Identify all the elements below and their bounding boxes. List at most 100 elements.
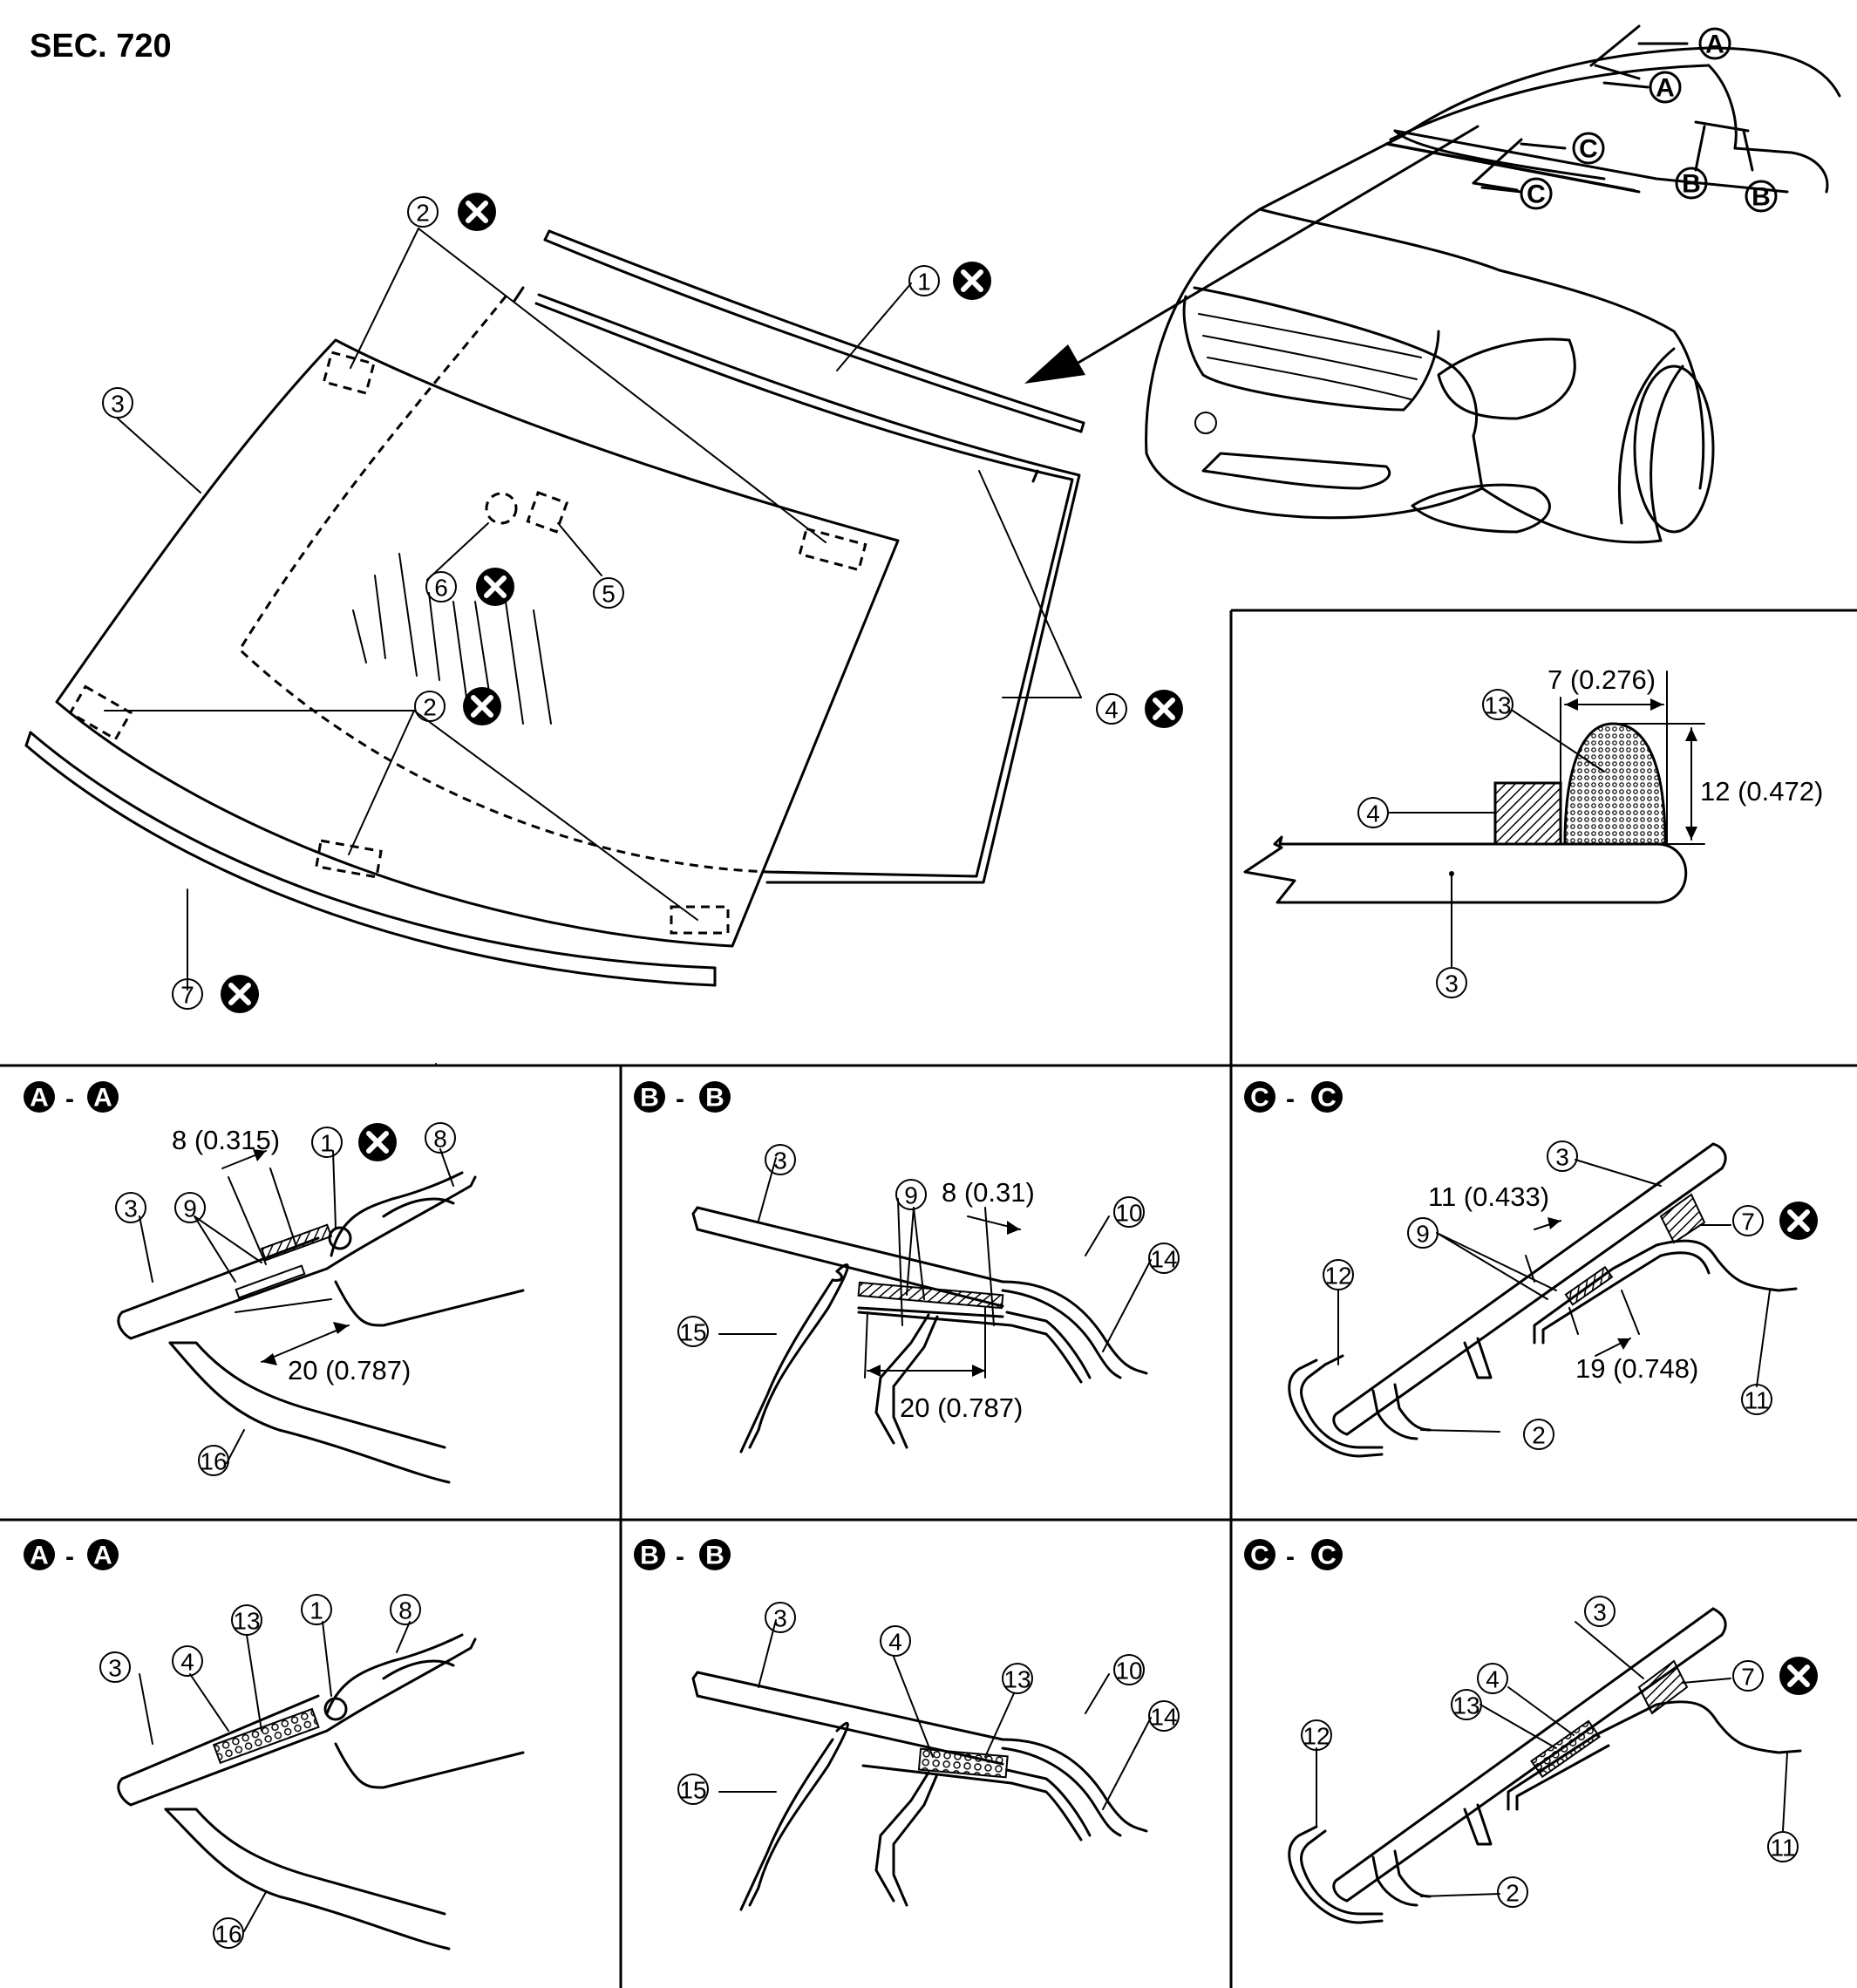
callout-label: 11 bbox=[1744, 1387, 1769, 1414]
callout-label: 3 bbox=[124, 1195, 138, 1222]
callout-label: 14 bbox=[1150, 1704, 1177, 1731]
car-mark-b-left: B bbox=[1675, 167, 1708, 200]
windshield-glass bbox=[55, 296, 900, 948]
callout-label: 9 bbox=[1416, 1221, 1430, 1248]
c2-callout-12: 12 bbox=[1301, 1719, 1332, 1751]
bead-callout-3: 3 bbox=[1436, 967, 1467, 998]
callout-label: 14 bbox=[1150, 1246, 1177, 1273]
dim-a-overlap: 20 (0.787) bbox=[288, 1355, 411, 1385]
callout-2-top: 2 bbox=[407, 193, 496, 231]
callout-label: 4 bbox=[180, 1649, 194, 1676]
callout-label: 16 bbox=[200, 1448, 227, 1475]
mark-label: A bbox=[93, 1084, 112, 1113]
callout-label: 1 bbox=[320, 1130, 334, 1157]
mark-dash: - bbox=[65, 1085, 74, 1113]
callout-label: 3 bbox=[108, 1655, 122, 1682]
callout-label: 8 bbox=[433, 1126, 447, 1153]
callout-label: 3 bbox=[773, 1147, 787, 1174]
car-illustration bbox=[1145, 46, 1841, 544]
c1-callout-2: 2 bbox=[1523, 1419, 1554, 1450]
callout-label: 2 bbox=[416, 200, 430, 227]
mark-label: A bbox=[30, 1542, 49, 1570]
b2-callout-10: 10 bbox=[1113, 1654, 1145, 1685]
mark-dash: - bbox=[1286, 1085, 1295, 1113]
dim-b-overlap: 20 (0.787) bbox=[900, 1392, 1023, 1423]
callout-label: 12 bbox=[1324, 1263, 1351, 1290]
callout-label: 7 bbox=[180, 982, 194, 1009]
dim-c-overlap: 19 (0.748) bbox=[1575, 1353, 1698, 1384]
mark-dash: - bbox=[1286, 1542, 1295, 1571]
mark-label: B bbox=[705, 1542, 724, 1570]
b1-callout-3: 3 bbox=[765, 1144, 796, 1175]
callout-label: 4 bbox=[1366, 800, 1380, 827]
c2-callout-13: 13 bbox=[1451, 1689, 1482, 1720]
a2-callout-4: 4 bbox=[172, 1645, 203, 1677]
mark-label: C bbox=[1579, 135, 1598, 164]
mark-label: C bbox=[1250, 1084, 1269, 1113]
a2-callout-3: 3 bbox=[99, 1651, 131, 1683]
callout-label: 15 bbox=[679, 1319, 706, 1346]
callout-label: 2 bbox=[1506, 1880, 1520, 1907]
callout-label: 13 bbox=[233, 1608, 260, 1635]
c1-callout-11: 11 bbox=[1741, 1384, 1772, 1415]
mark-dash: - bbox=[676, 1542, 684, 1571]
upper-molding bbox=[543, 229, 1085, 433]
bead-callout-4: 4 bbox=[1357, 797, 1389, 828]
mark-label: C bbox=[1250, 1542, 1269, 1570]
mark-label: C bbox=[1317, 1084, 1337, 1113]
dim-b-tape-width: 8 (0.31) bbox=[942, 1177, 1035, 1208]
callout-label: 4 bbox=[1105, 697, 1119, 724]
mark-label: A bbox=[1656, 74, 1675, 103]
lower-molding bbox=[24, 731, 717, 987]
c2-callout-7: 7 bbox=[1732, 1657, 1818, 1695]
a1-callout-16: 16 bbox=[198, 1445, 229, 1476]
car-mark-a-lower: A bbox=[1649, 71, 1682, 104]
callout-label: 10 bbox=[1115, 1200, 1142, 1227]
callout-label: 9 bbox=[904, 1182, 918, 1209]
dam-rubber bbox=[513, 286, 1081, 884]
section-b-upper-header: B - B bbox=[634, 1081, 731, 1113]
callout-label: 13 bbox=[1452, 1692, 1479, 1719]
a1-callout-1: 1 bbox=[311, 1123, 397, 1161]
bead-detail bbox=[1243, 671, 1705, 969]
callout-label: 16 bbox=[214, 1921, 241, 1948]
callout-label: 3 bbox=[111, 391, 125, 418]
dim-bead-height: 12 (0.472) bbox=[1700, 776, 1823, 807]
callout-label: 1 bbox=[310, 1597, 323, 1624]
section-b-lower-drawing bbox=[691, 1619, 1152, 1911]
mark-label: B bbox=[705, 1084, 724, 1113]
section-b-upper-drawing bbox=[691, 1157, 1152, 1454]
callout-3: 3 bbox=[102, 387, 133, 419]
section-a-upper-header: A - A bbox=[24, 1081, 119, 1113]
a2-callout-13: 13 bbox=[231, 1604, 262, 1636]
callout-7: 7 bbox=[172, 975, 259, 1013]
panel-grid bbox=[0, 609, 1857, 1988]
b1-callout-14: 14 bbox=[1148, 1242, 1180, 1274]
mark-label: A bbox=[30, 1084, 49, 1113]
dim-c-tape-width: 11 (0.433) bbox=[1428, 1181, 1549, 1212]
b2-callout-15: 15 bbox=[677, 1774, 709, 1805]
a1-callout-3: 3 bbox=[115, 1192, 146, 1223]
callout-label: 1 bbox=[917, 269, 931, 296]
callout-label: 2 bbox=[423, 694, 437, 721]
leader-lines-exploded bbox=[104, 228, 1082, 1065]
b2-callout-4: 4 bbox=[880, 1625, 911, 1657]
section-a-upper-drawing bbox=[117, 1148, 525, 1484]
a1-callout-8: 8 bbox=[425, 1122, 456, 1154]
callout-label: 3 bbox=[773, 1605, 787, 1632]
c1-callout-7: 7 bbox=[1732, 1202, 1818, 1240]
a1-callout-9: 9 bbox=[174, 1192, 206, 1223]
callout-label: 3 bbox=[1555, 1144, 1569, 1171]
b2-callout-13: 13 bbox=[1002, 1663, 1033, 1694]
mark-label: B bbox=[640, 1542, 659, 1570]
callout-label: 2 bbox=[1532, 1422, 1546, 1449]
callout-label: 10 bbox=[1115, 1658, 1142, 1685]
a2-callout-16: 16 bbox=[213, 1917, 244, 1949]
callout-label: 4 bbox=[1486, 1666, 1500, 1693]
car-mark-c-upper: C bbox=[1572, 132, 1605, 165]
callout-6: 6 bbox=[425, 568, 514, 606]
a2-callout-8: 8 bbox=[390, 1594, 421, 1625]
callout-label: 7 bbox=[1741, 1208, 1755, 1236]
section-c-upper-drawing bbox=[1288, 1142, 1798, 1458]
section-c-lower-drawing bbox=[1288, 1607, 1802, 1924]
